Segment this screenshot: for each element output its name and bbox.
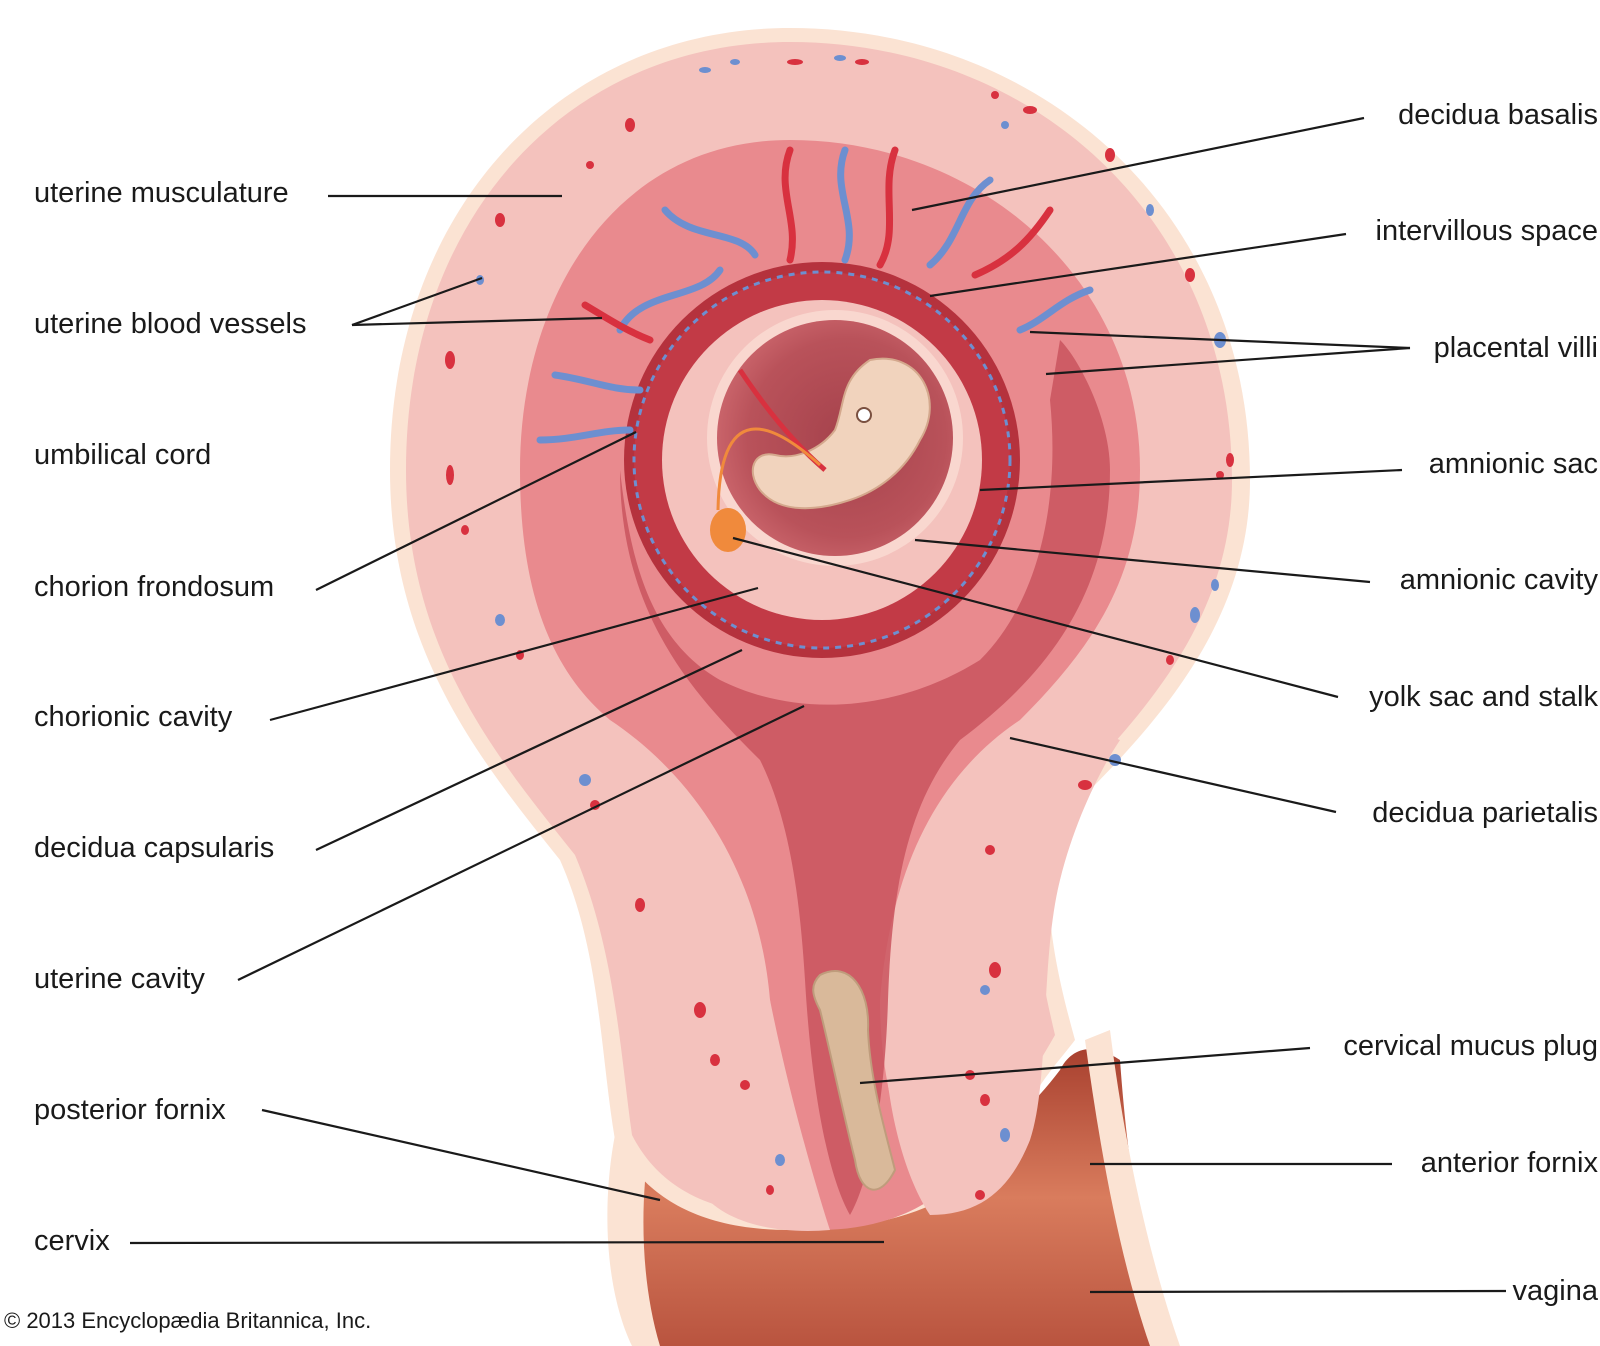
leader-lines [129,116,1507,1294]
yolk-stalk-shape [716,427,822,511]
embryo-shape [751,357,931,510]
label-chorionic-cavity: chorionic cavity [34,701,233,733]
uterine-vessels [536,146,1094,444]
label-decidua-basalis: decidua basalis [1398,99,1598,131]
label-cervix: cervix [34,1225,110,1257]
label-intervillous-space: intervillous space [1375,215,1598,247]
label-amnionic-sac: amnionic sac [1428,448,1598,480]
label-vagina: vagina [1512,1275,1598,1307]
label-posterior-fornix: posterior fornix [34,1094,226,1126]
wall-vessel-dots [445,55,1234,1200]
yolk-sac-shape [710,508,746,552]
label-anterior-fornix: anterior fornix [1420,1147,1598,1179]
label-chorion-frondosum: chorion frondosum [34,571,275,603]
vaginal-wall-right [1085,1030,1180,1346]
label-uterine-cavity: uterine cavity [34,963,205,995]
vaginal-wall-left [607,1120,660,1346]
embryo-eye [856,407,872,423]
label-decidua-capsularis: decidua capsularis [34,832,275,864]
label-yolk-sac-and-stalk: yolk sac and stalk [1369,681,1598,713]
uterine-cavity-shape [620,340,1110,1215]
cervix-left-lobe [530,720,830,1231]
label-umbilical-cord: umbilical cord [34,439,212,471]
mucus-plug-shape [812,970,897,1191]
cervix-right-lobe [883,710,1120,1215]
label-cervical-mucus-plug: cervical mucus plug [1343,1030,1598,1062]
label-uterine-blood-vessels: uterine blood vessels [34,308,307,340]
label-amnionic-cavity: amnionic cavity [1399,564,1598,596]
label-decidua-parietalis: decidua parietalis [1372,797,1598,829]
label-uterine-musculature: uterine musculature [34,177,289,209]
label-placental-villi: placental villi [1433,332,1598,364]
copyright-notice: © 2013 Encyclopædia Britannica, Inc. [4,1308,372,1333]
